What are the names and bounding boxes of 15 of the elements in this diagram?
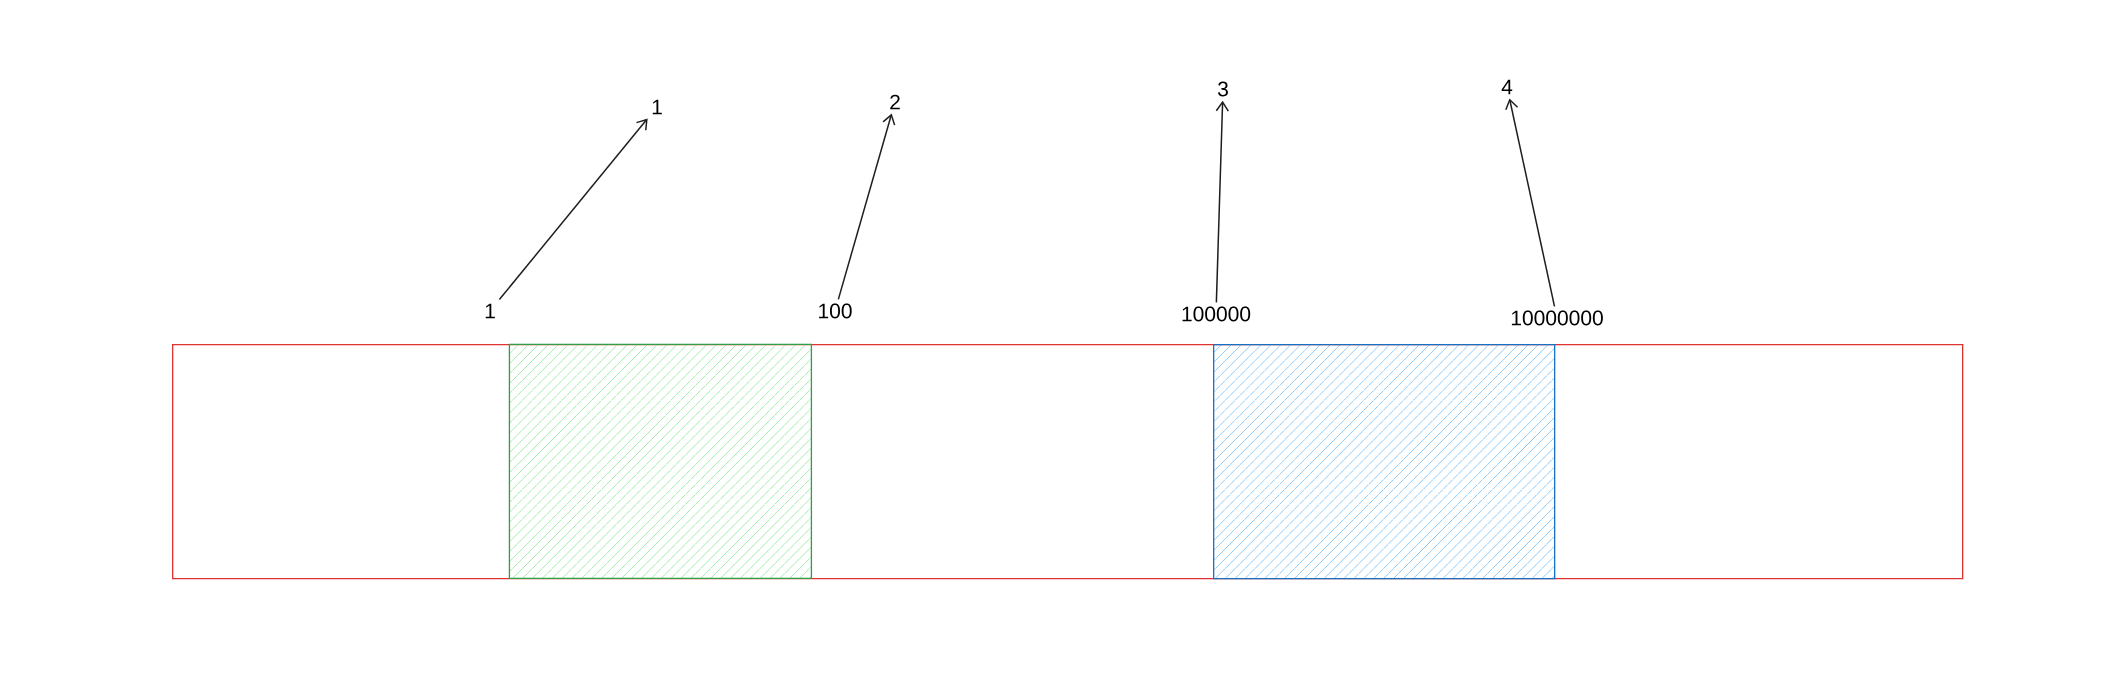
arrow	[1505, 98, 1556, 308]
arrow	[1215, 100, 1230, 304]
number-label: 2	[890, 94, 900, 110]
value-label: 100000	[1182, 306, 1251, 322]
number-label: 1	[652, 99, 662, 115]
arrow	[837, 113, 896, 301]
arrow	[498, 118, 648, 301]
value-label: 1	[485, 303, 495, 319]
value-label: 100	[819, 303, 852, 319]
number-label: 3	[1217, 81, 1228, 97]
bar-box	[172, 344, 1964, 580]
hatched-box	[1213, 344, 1556, 580]
number-label: 4	[1501, 79, 1513, 95]
hatched-box	[508, 343, 813, 580]
value-label: 10000000	[1511, 310, 1603, 326]
